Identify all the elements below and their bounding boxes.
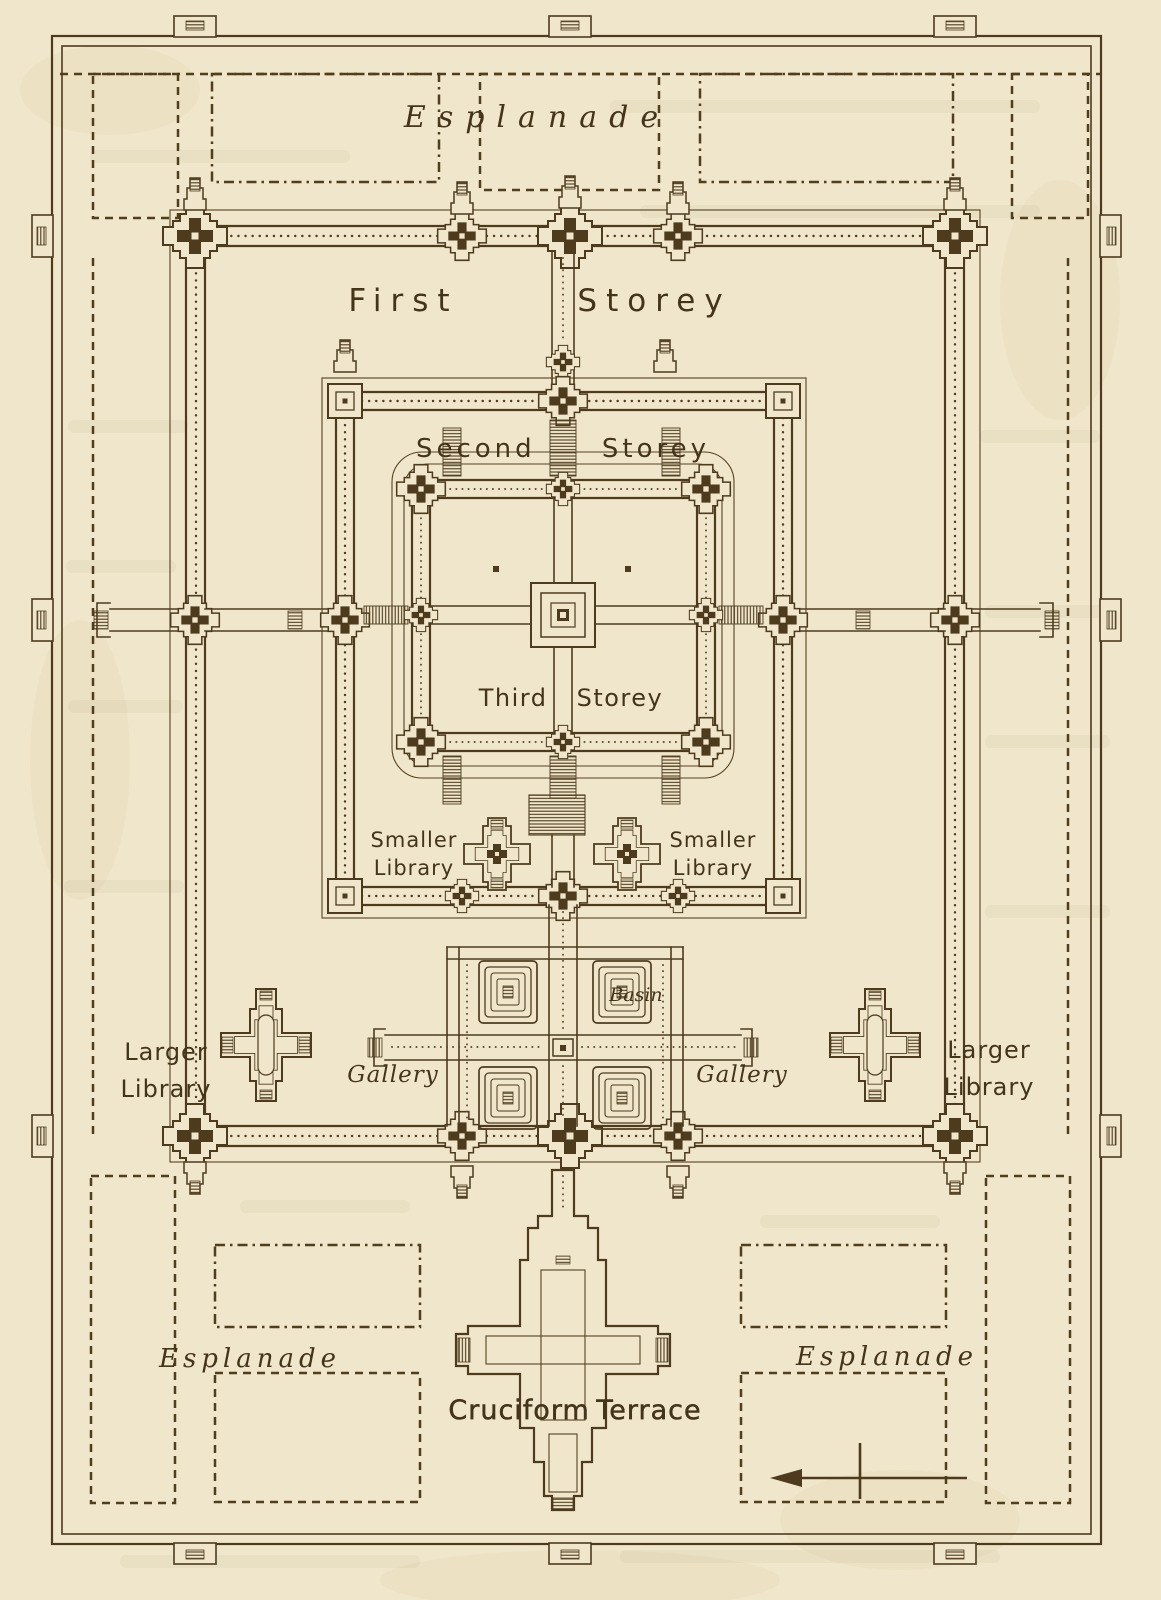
axial-causeways bbox=[204, 251, 946, 632]
label-smaller-library-left: Library bbox=[374, 856, 454, 880]
esplanade-dashed-outlines bbox=[60, 72, 1100, 1505]
label-larger-library-right: Library bbox=[944, 1073, 1035, 1101]
paper-stains bbox=[20, 45, 1120, 1600]
label-larger-library-left: Library bbox=[121, 1075, 212, 1103]
outer-gate-top-left bbox=[173, 15, 217, 38]
outer-gate-bottom-left bbox=[173, 1542, 217, 1565]
corner-pavilion-2se bbox=[765, 878, 801, 914]
corner-pavilion-2nw bbox=[327, 383, 363, 419]
outer-gate-top-center bbox=[548, 15, 592, 38]
outer-gate-top-right bbox=[933, 15, 977, 38]
label-gallery-left: Gallery bbox=[347, 1062, 438, 1088]
central-tower bbox=[530, 582, 596, 648]
corner-pavilion-2ne bbox=[765, 383, 801, 419]
outer-gate-right-1 bbox=[1099, 214, 1122, 258]
label-cruciform-terrace: Cruciform Terrace bbox=[448, 1395, 701, 1426]
label-smaller-library-left: Smaller bbox=[371, 828, 458, 852]
label-esplanade-top: Esplanade bbox=[403, 100, 670, 135]
label-second-storey: Second Storey bbox=[416, 434, 710, 464]
outer-gate-left-3 bbox=[31, 1114, 54, 1158]
label-first-storey: First Storey bbox=[348, 283, 731, 319]
label-third-storey: Third Storey bbox=[478, 684, 663, 712]
outer-gate-bottom-right bbox=[933, 1542, 977, 1565]
cruciform-terrace bbox=[454, 1168, 672, 1512]
page-bleedthrough bbox=[64, 100, 1110, 1568]
second-storey-gallery bbox=[321, 377, 808, 921]
west-axis-and-smaller-libraries bbox=[464, 794, 660, 890]
first-storey-gallery bbox=[93, 175, 1060, 1199]
third-storey-gallery bbox=[363, 419, 764, 805]
outer-gate-right-3 bbox=[1099, 1114, 1122, 1158]
outer-gate-bottom-center bbox=[548, 1542, 592, 1565]
corner-pavilion-2sw bbox=[327, 878, 363, 914]
label-basin: Basin bbox=[608, 984, 662, 1006]
label-smaller-library-right: Library bbox=[673, 856, 753, 880]
cruciform-cloister bbox=[367, 904, 759, 1130]
outer-gate-left-2 bbox=[31, 598, 54, 642]
north-arrow-icon bbox=[770, 1443, 967, 1499]
outer-enclosure-wall bbox=[31, 15, 1122, 1565]
label-larger-library-left: Larger bbox=[124, 1038, 207, 1066]
label-gallery-right: Gallery bbox=[696, 1062, 787, 1088]
label-smaller-library-right: Smaller bbox=[670, 828, 757, 852]
outer-gate-left-1 bbox=[31, 214, 54, 258]
label-esplanade-bottom-right: Esplanade bbox=[795, 1342, 978, 1372]
outer-gate-right-2 bbox=[1099, 598, 1122, 642]
label-esplanade-bottom-left: Esplanade bbox=[158, 1344, 341, 1374]
label-larger-library-right: Larger bbox=[947, 1036, 1030, 1064]
